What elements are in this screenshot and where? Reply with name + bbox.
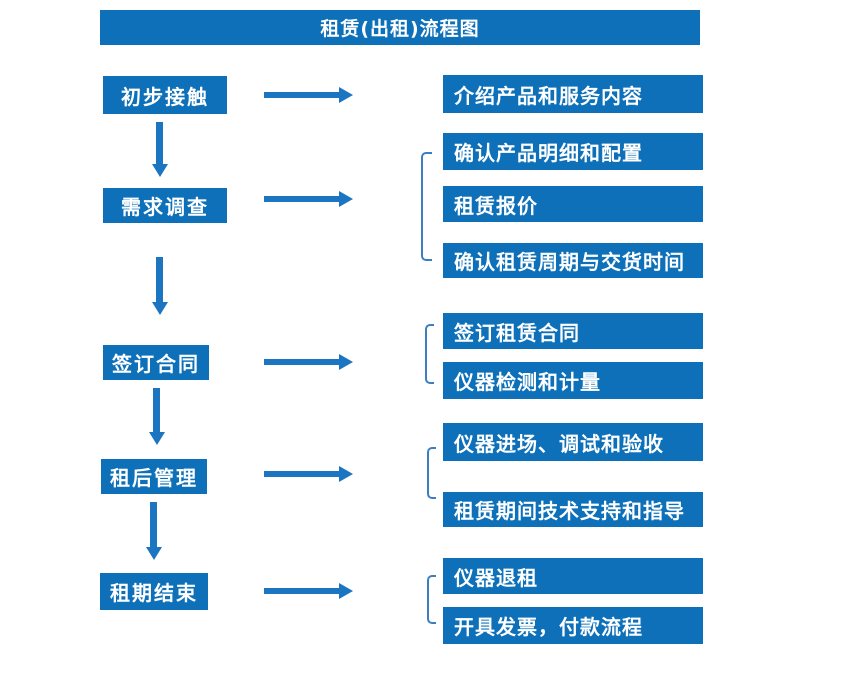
arrow-head	[339, 354, 353, 370]
arrow-head	[339, 191, 353, 207]
down-arrow-icon-1	[152, 122, 168, 177]
item-box-technical-support: 租赁期间技术支持和指导	[443, 492, 703, 527]
right-arrow-icon-1	[264, 87, 353, 103]
title-bar: 租赁(出租)流程图	[100, 10, 700, 45]
right-arrow-icon-4	[264, 466, 353, 482]
step-box-demand-survey: 需求调查	[103, 188, 227, 223]
arrow-head	[149, 432, 165, 445]
arrow-shaft	[264, 588, 340, 594]
down-arrow-icon-2	[152, 257, 168, 315]
item-box-instrument-setup: 仪器进场、调试和验收	[443, 423, 703, 461]
down-arrow-icon-3	[149, 388, 165, 445]
arrow-head	[152, 164, 168, 177]
item-box-introduce-products: 介绍产品和服务内容	[443, 75, 703, 113]
item-box-sign-rental-contract: 签订租赁合同	[443, 313, 703, 349]
step-box-sign-contract: 签订合同	[103, 345, 209, 380]
arrow-shaft	[264, 196, 340, 202]
right-arrow-icon-3	[264, 354, 353, 370]
arrow-head	[339, 466, 353, 482]
arrow-head	[339, 87, 353, 103]
down-arrow-icon-4	[146, 502, 162, 560]
arrow-shaft	[264, 92, 340, 98]
arrow-shaft	[153, 388, 160, 433]
right-arrow-icon-2	[264, 191, 353, 207]
item-box-confirm-product-details: 确认产品明细和配置	[443, 133, 703, 170]
bracket-group-sign-contract	[425, 324, 434, 384]
arrow-head	[152, 302, 168, 315]
arrow-shaft	[156, 122, 163, 165]
arrow-shaft	[264, 359, 340, 365]
item-box-instrument-testing: 仪器检测和计量	[443, 362, 703, 399]
step-box-initial-contact: 初步接触	[103, 76, 227, 114]
item-box-invoice-payment: 开具发票，付款流程	[443, 607, 703, 644]
arrow-shaft	[156, 257, 163, 303]
arrow-shaft	[264, 471, 340, 477]
step-box-lease-end: 租期结束	[100, 573, 208, 610]
arrow-shaft	[150, 502, 157, 548]
step-box-post-rental-management: 租后管理	[101, 459, 207, 494]
right-arrow-icon-5	[264, 583, 353, 599]
arrow-head	[339, 583, 353, 599]
bracket-group-demand-survey	[421, 152, 432, 261]
bracket-group-post-rental	[427, 447, 436, 499]
bracket-group-lease-end	[427, 575, 436, 624]
item-box-instrument-return: 仪器退租	[443, 558, 703, 594]
item-box-confirm-rental-period: 确认租赁周期与交货时间	[443, 243, 703, 278]
item-box-rental-quote: 租赁报价	[443, 186, 703, 222]
page-title: 租赁(出租)流程图	[320, 18, 480, 40]
arrow-head	[146, 547, 162, 560]
